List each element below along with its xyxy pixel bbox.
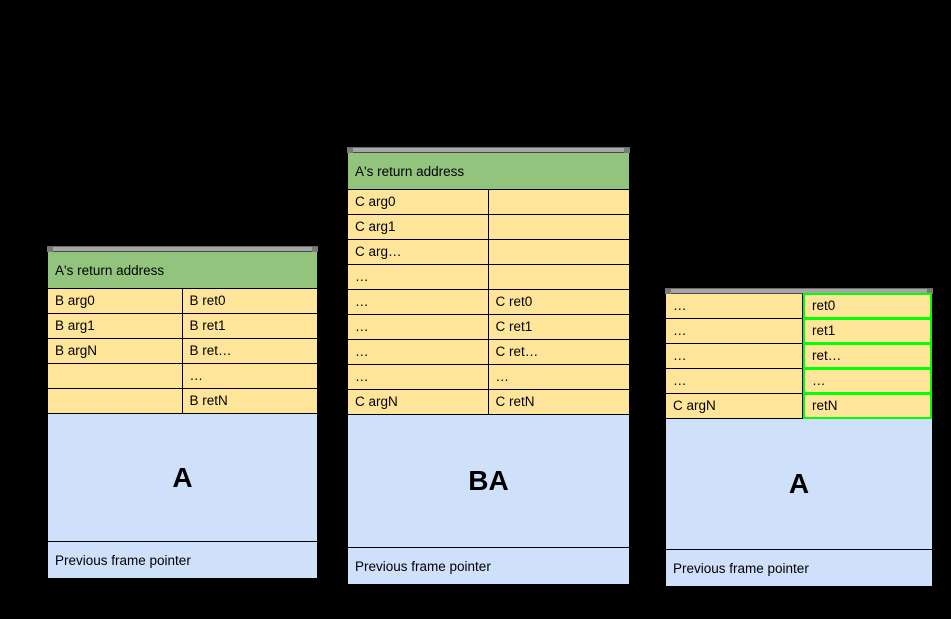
stack-frame-panel-2: A's return address C arg0 C arg1 C arg… … [347, 147, 630, 586]
table-row: B argN B ret… [48, 339, 317, 364]
arg-cell: … [348, 265, 489, 289]
table-row: C arg1 [348, 215, 629, 240]
table-row: C arg0 [348, 190, 629, 215]
ret-cell-highlighted: ret… [802, 343, 932, 369]
return-address-row-2: A's return address [348, 153, 629, 190]
table-row: … … [666, 368, 932, 394]
arg-cell: C argN [666, 394, 803, 418]
arg-cell [48, 389, 183, 413]
arg-cell: B arg0 [48, 289, 183, 313]
stack-frame-panel-1: A's return address B arg0 B ret0 B arg1 … [47, 246, 318, 586]
table-row: … C ret0 [348, 290, 629, 315]
ret-cell: … [182, 364, 317, 388]
table-row: … ret… [666, 343, 932, 369]
arg-cell: B argN [48, 339, 183, 363]
table-row: … C ret1 [348, 315, 629, 340]
arg-cell [48, 364, 183, 388]
table-row: C arg… [348, 240, 629, 265]
ret-cell: C ret1 [488, 315, 629, 339]
ret-cell: … [488, 365, 629, 389]
arg-cell: C arg1 [348, 215, 489, 239]
previous-frame-pointer-1: Previous frame pointer [48, 542, 317, 578]
ret-cell: C retN [488, 390, 629, 414]
arg-cell: … [666, 319, 803, 343]
stack-top-bar-1 [47, 246, 318, 253]
ret-cell [488, 265, 629, 289]
arg-cell: … [666, 369, 803, 393]
ret-cell [488, 215, 629, 239]
arg-cell: C arg… [348, 240, 489, 264]
arg-cell: C arg0 [348, 190, 489, 214]
ret-cell: B ret… [182, 339, 317, 363]
previous-frame-pointer-3: Previous frame pointer [666, 550, 932, 586]
ret-cell: B ret0 [182, 289, 317, 313]
table-row: … C ret… [348, 340, 629, 365]
ret-cell: B ret1 [182, 314, 317, 338]
table-row: B arg0 B ret0 [48, 289, 317, 314]
table-row: C argN C retN [348, 390, 629, 415]
ret-cell-highlighted: ret0 [802, 293, 932, 319]
frame-body-label-1: A [48, 414, 317, 542]
table-row: … [348, 265, 629, 290]
ret-cell-highlighted: … [802, 368, 932, 394]
table-row: B retN [48, 389, 317, 414]
table-row: B arg1 B ret1 [48, 314, 317, 339]
ret-cell-highlighted: ret1 [802, 318, 932, 344]
arg-cell: … [348, 340, 489, 364]
ret-cell: C ret0 [488, 290, 629, 314]
frame-body-label-2: BA [348, 415, 629, 548]
previous-frame-pointer-2: Previous frame pointer [348, 548, 629, 584]
frame-body-label-3: A [666, 419, 932, 550]
ret-cell [488, 240, 629, 264]
arg-cell: B arg1 [48, 314, 183, 338]
arg-cell: … [348, 315, 489, 339]
arg-cell: … [666, 344, 803, 368]
ret-cell-highlighted: retN [802, 393, 932, 419]
arg-cell: … [348, 290, 489, 314]
ret-cell [488, 190, 629, 214]
table-row: … ret1 [666, 318, 932, 344]
table-row: … [48, 364, 317, 389]
ret-cell: B retN [182, 389, 317, 413]
table-row: … ret0 [666, 293, 932, 319]
table-row: … … [348, 365, 629, 390]
arg-cell: C argN [348, 390, 489, 414]
stack-top-bar-2 [347, 147, 630, 154]
ret-cell: C ret… [488, 340, 629, 364]
table-row: C argN retN [666, 393, 932, 419]
stack-frame-panel-3: … ret0 … ret1 … ret… … … C argN retN A P… [665, 288, 933, 586]
stack-top-bar-3 [665, 288, 933, 295]
arg-cell: … [348, 365, 489, 389]
return-address-row-1: A's return address [48, 252, 317, 289]
arg-cell: … [666, 294, 803, 318]
